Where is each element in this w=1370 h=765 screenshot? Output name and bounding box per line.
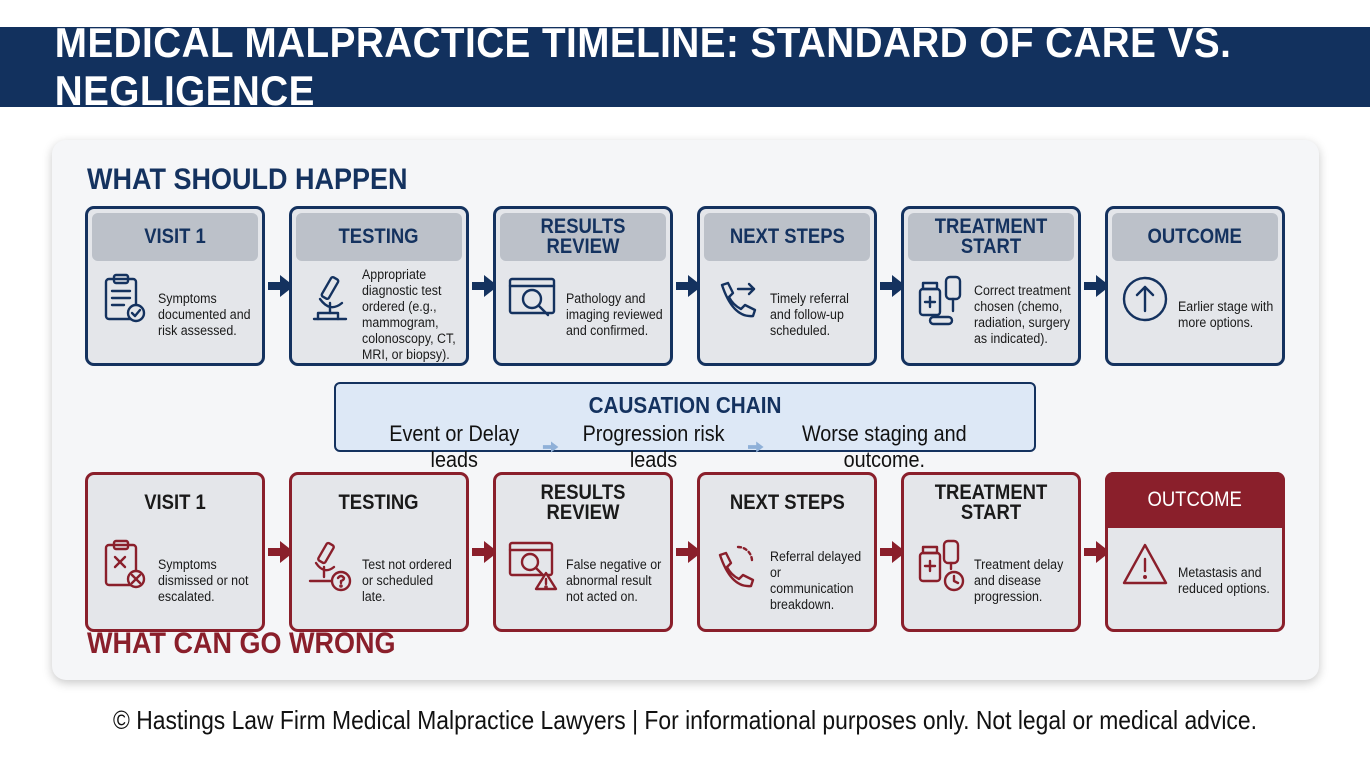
footer-text: © Hastings Law Firm Medical Malpractice … — [113, 705, 1257, 735]
step-title: VISIT 1 — [144, 491, 206, 514]
causation-item: Worse staging and outcome. — [801, 421, 967, 472]
right-arrow-icon — [1084, 274, 1110, 298]
step-description: False negative or abnormal result not ac… — [566, 557, 662, 604]
right-arrow-icon — [268, 540, 294, 564]
right-arrow-icon — [542, 441, 559, 453]
step-description: Metastasis and reduced options. — [1178, 565, 1270, 596]
up-arrow-circle-icon — [1120, 271, 1170, 327]
step-description: Treatment delay and disease progression. — [974, 557, 1064, 604]
page-title: MEDICAL MALPRACTICE TIMELINE: STANDARD O… — [54, 19, 1232, 114]
monitor-magnifier-icon — [508, 271, 558, 327]
step-description: Timely referral and follow-up scheduled. — [770, 291, 849, 338]
right-arrow-icon — [268, 274, 294, 298]
step-description: Pathology and imaging reviewed and confi… — [566, 291, 663, 338]
step-title: TREATMENT START — [908, 213, 1074, 261]
step-title: OUTCOME — [1105, 472, 1285, 528]
step-title: RESULTS REVIEW — [500, 213, 666, 261]
step-title: VISIT 1 — [92, 213, 258, 261]
step-title: TESTING — [296, 213, 462, 261]
causation-chain-box: CAUSATION CHAIN Event or Delay leads Pro… — [334, 382, 1036, 472]
step-title: NEXT STEPS — [704, 213, 870, 261]
step-title: TREATMENT START — [934, 481, 1048, 524]
negligence-step-visit: VISIT 1 Symptoms dismissed or not escala… — [85, 472, 265, 632]
standard-step-visit: VISIT 1 Symptoms documented and risk ass… — [85, 206, 265, 366]
step-title: TESTING — [338, 491, 420, 514]
right-arrow-icon — [880, 274, 906, 298]
standard-heading: WHAT SHOULD HAPPEN — [87, 163, 408, 196]
right-arrow-icon — [676, 274, 702, 298]
step-description: Referral delayed or communication breakd… — [770, 549, 862, 612]
negligence-step-results: RESULTS REVIEW False negative or abnorma… — [493, 472, 673, 632]
right-arrow-icon — [880, 540, 906, 564]
negligence-step-testing: TESTING Test not ordered or scheduled la… — [289, 472, 469, 632]
standard-step-treatment: TREATMENT START Correct treatment chosen… — [901, 206, 1081, 366]
right-arrow-icon — [1084, 540, 1110, 564]
step-description: Symptoms documented and risk assessed. — [158, 291, 251, 338]
clipboard-x-icon — [100, 537, 150, 593]
warning-triangle-icon — [1120, 537, 1170, 593]
medication-clock-icon — [916, 537, 966, 593]
right-arrow-icon — [676, 540, 702, 564]
right-arrow-icon — [472, 274, 498, 298]
causation-sequence: Event or Delay leads Progression risk le… — [371, 421, 999, 473]
standard-step-results: RESULTS REVIEW Pathology and imaging rev… — [493, 206, 673, 366]
title-banner: MEDICAL MALPRACTICE TIMELINE: STANDARD O… — [0, 19, 1370, 114]
standard-step-testing: TESTING Appropriate diagnostic test orde… — [289, 206, 469, 366]
monitor-warning-icon — [508, 537, 558, 593]
microscope-icon — [304, 271, 354, 327]
negligence-step-treatment: TREATMENT START Treatment delay and dise… — [901, 472, 1081, 632]
step-description: Appropriate diagnostic test ordered (e.g… — [362, 267, 456, 362]
step-title: NEXT STEPS — [729, 491, 845, 514]
negligence-heading: WHAT CAN GO WRONG — [87, 627, 396, 660]
causation-item: Event or Delay leads — [389, 421, 520, 472]
step-description: Correct treatment chosen (chemo, radiati… — [974, 283, 1071, 346]
right-arrow-icon — [472, 540, 498, 564]
phone-missed-icon — [712, 537, 762, 593]
step-description: Earlier stage with more options. — [1178, 299, 1274, 330]
standard-step-next: NEXT STEPS Timely referral and follow-up… — [697, 206, 877, 366]
phone-arrow-icon — [712, 271, 762, 327]
step-title: RESULTS REVIEW — [540, 481, 626, 524]
negligence-step-next: NEXT STEPS Referral delayed or communica… — [697, 472, 877, 632]
microscope-question-icon — [304, 537, 354, 593]
negligence-step-outcome: OUTCOME Metastasis and reduced options. — [1105, 472, 1285, 632]
step-description: Test not ordered or scheduled late. — [362, 557, 452, 604]
clipboard-check-icon — [100, 271, 150, 327]
medication-iv-icon — [916, 271, 966, 327]
step-title: OUTCOME — [1112, 213, 1278, 261]
right-arrow-icon — [747, 441, 764, 453]
causation-item: Progression risk leads — [582, 421, 725, 472]
step-description: Symptoms dismissed or not escalated. — [158, 557, 249, 604]
footer-disclaimer: © Hastings Law Firm Medical Malpractice … — [0, 705, 1370, 736]
standard-step-outcome: OUTCOME Earlier stage with more options. — [1105, 206, 1285, 366]
causation-title: CAUSATION CHAIN — [588, 392, 782, 418]
